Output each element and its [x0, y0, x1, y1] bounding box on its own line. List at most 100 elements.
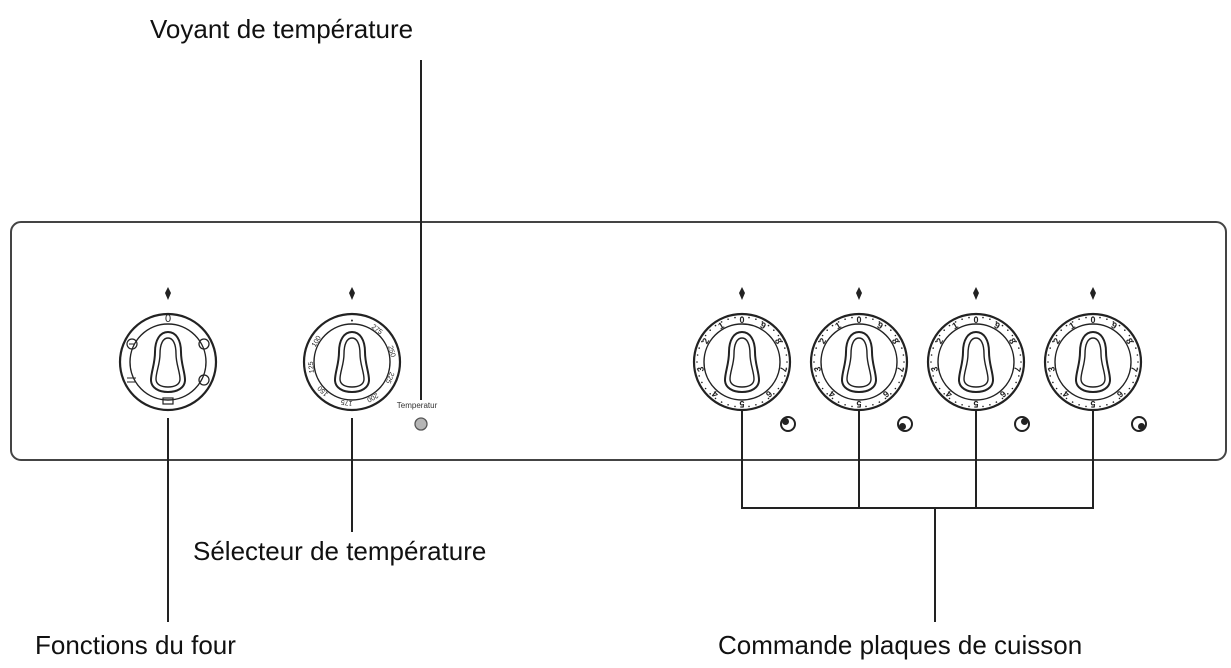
plate-position-icon — [897, 416, 913, 432]
scale-dot — [1118, 324, 1121, 327]
scale-dot — [1015, 340, 1017, 343]
scale-dot — [1132, 381, 1134, 384]
scale-dot — [894, 334, 897, 337]
scale-dot — [1128, 334, 1131, 337]
hob-mark: 5 — [856, 399, 861, 409]
hob-mark: 2 — [700, 336, 711, 345]
scale-dot — [982, 316, 984, 319]
scale-dot — [785, 368, 788, 370]
temperature-mark: 175 — [340, 398, 353, 406]
scale-dot — [701, 340, 703, 343]
scale-dot — [865, 405, 867, 408]
hob-mark: 7 — [895, 366, 906, 373]
scale-dot — [872, 318, 874, 320]
knob-handle — [841, 331, 877, 393]
scale-dot — [748, 405, 750, 408]
scale-dot — [1052, 340, 1054, 343]
scale-dot — [709, 393, 711, 395]
scale-dot — [1047, 354, 1050, 356]
temperature-mark: 225 — [384, 371, 395, 385]
scale-dot — [1071, 401, 1074, 403]
leader-lines — [167, 60, 1094, 622]
scale-dot — [930, 361, 932, 363]
scale-dot — [755, 318, 757, 320]
scale-dot — [714, 397, 717, 400]
scale-dot — [930, 368, 933, 370]
scale-dot — [815, 375, 817, 377]
scale-dot — [894, 387, 897, 390]
scale-dot — [1007, 393, 1009, 395]
scale-dot — [968, 405, 970, 408]
hob-mark: 6 — [998, 389, 1008, 400]
hob-mark: 3 — [695, 366, 706, 373]
scale-dot — [975, 316, 977, 318]
scale-dot — [704, 387, 707, 390]
light-icon — [162, 397, 174, 405]
scale-dot — [1015, 381, 1017, 384]
scale-dot — [1092, 316, 1094, 318]
hob-mark: 9 — [875, 320, 884, 331]
scale-dot — [831, 397, 834, 400]
hob-mark: 5 — [973, 399, 978, 409]
scale-dot — [1136, 354, 1139, 356]
temperature-mark: 125 — [308, 361, 316, 374]
scale-dot — [1055, 334, 1058, 337]
scale-dot — [741, 316, 743, 318]
scale-dot — [890, 393, 892, 395]
scale-dot — [902, 368, 905, 370]
temperature-mark: 200 — [365, 391, 379, 403]
scale-dot — [818, 340, 820, 343]
scale-dot — [1124, 329, 1126, 331]
hob-mark: 2 — [934, 336, 945, 345]
scale-dot — [1055, 387, 1058, 390]
scale-dot — [938, 334, 941, 337]
hob-mark: 8 — [1007, 336, 1018, 345]
scale-dot — [975, 406, 977, 408]
hob-mark: 1 — [716, 320, 725, 331]
scale-dot — [995, 401, 998, 403]
scale-dot — [826, 329, 828, 331]
scale-dot — [696, 361, 698, 363]
grill-icon — [198, 374, 210, 386]
oven-function-knob[interactable]: 0 — [118, 287, 218, 412]
scale-dot — [755, 404, 757, 406]
scale-dot — [777, 334, 780, 337]
scale-dot — [1047, 368, 1050, 370]
scale-dot — [1071, 321, 1074, 323]
scale-dot — [954, 321, 957, 323]
scale-dot — [813, 368, 816, 370]
hob-mark: 8 — [773, 336, 784, 345]
plate-position-icon — [1014, 416, 1030, 432]
scale-dot — [777, 387, 780, 390]
knob-inner-ring — [703, 323, 781, 401]
hob-mark: 1 — [1067, 320, 1076, 331]
scale-dot — [773, 393, 775, 395]
scale-dot — [821, 334, 824, 337]
scale-dot — [761, 321, 764, 323]
scale-dot — [844, 318, 846, 320]
oven-knob-zero: 0 — [165, 313, 171, 325]
scale-dot — [1018, 375, 1020, 377]
hob-mark: 1 — [833, 320, 842, 331]
hob-mark: 5 — [1090, 399, 1095, 409]
hob-mark: 2 — [817, 336, 828, 345]
fan-icon — [126, 338, 138, 350]
knob-inner-ring — [1054, 323, 1132, 401]
plate-position-icon — [780, 416, 796, 432]
scale-dot — [1001, 324, 1004, 327]
scale-dot — [709, 329, 711, 331]
hob-mark: 4 — [710, 389, 720, 400]
scale-dot — [1065, 397, 1068, 400]
scale-dot — [938, 387, 941, 390]
hob-mark: 0 — [856, 315, 861, 325]
scale-dot — [1078, 318, 1080, 320]
hob-mark: 5 — [739, 399, 744, 409]
scale-dot — [902, 354, 905, 356]
scale-dot — [898, 381, 900, 384]
temperature-mark: 100 — [311, 335, 323, 349]
scale-dot — [1137, 361, 1139, 363]
